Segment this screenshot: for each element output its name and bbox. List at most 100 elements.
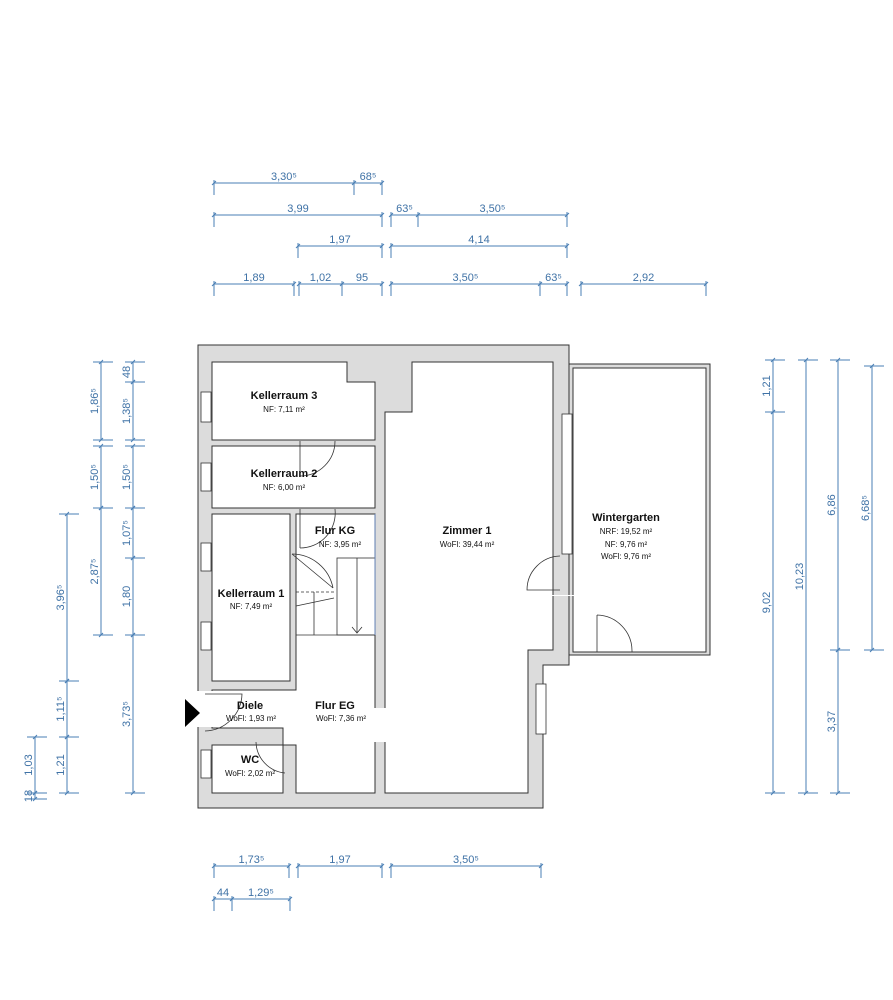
dimension-label: 1,29⁵ xyxy=(248,887,274,899)
dimension-label: 18 xyxy=(23,790,35,802)
dimension-tick xyxy=(130,359,136,365)
dimension-tick xyxy=(835,790,841,796)
dimension-tick xyxy=(379,212,385,218)
room-wc xyxy=(211,744,284,794)
room-name: Wintergarten xyxy=(592,512,660,524)
dimension-tick xyxy=(130,443,136,449)
dimension-tick xyxy=(351,180,357,186)
dimension-label: 1,89 xyxy=(243,272,264,284)
dimension-label: 1,86⁵ xyxy=(89,388,101,414)
entrance-opening xyxy=(197,691,213,727)
dimension-tick xyxy=(287,896,293,902)
dimension-tick xyxy=(291,281,297,287)
dimension-tick xyxy=(578,281,584,287)
dimension-label: 10,23 xyxy=(794,563,806,591)
room-kellerraum-2 xyxy=(211,445,376,509)
dimension-label: 3,99 xyxy=(287,203,308,215)
dimension-tick xyxy=(98,359,104,365)
dimension-tick xyxy=(803,357,809,363)
dimension-tick xyxy=(130,379,136,385)
dimension-label: 1,38⁵ xyxy=(121,398,133,424)
door-swing xyxy=(299,440,336,477)
dimension-tick xyxy=(130,505,136,511)
room-name: Flur EG xyxy=(315,700,355,712)
dimension-label: 63⁵ xyxy=(396,203,413,215)
dimension-label: 4,14 xyxy=(468,234,489,246)
dimension-tick xyxy=(32,796,38,802)
entrance-arrow-icon xyxy=(185,699,200,727)
dimension-tick xyxy=(130,437,136,443)
dimension-tick xyxy=(564,281,570,287)
door-swing xyxy=(255,741,286,774)
dimension-label: 2,87⁵ xyxy=(89,559,101,585)
dimension-label: 3,37 xyxy=(826,711,838,732)
dimension-label: 1,73⁵ xyxy=(239,854,265,866)
room-area: WoFl: 39,44 m² xyxy=(440,540,495,549)
dimension-label: 3,30⁵ xyxy=(271,171,297,183)
dimension-tick xyxy=(295,863,301,869)
room-kellerraum-1 xyxy=(211,513,291,682)
window xyxy=(561,413,573,555)
dimension-tick xyxy=(564,212,570,218)
dimension-label: 1,11⁵ xyxy=(55,696,67,721)
dimension-tick xyxy=(64,511,70,517)
room-area-wofl: WoFl: 9,76 m² xyxy=(601,552,651,561)
dimension-chain-right-col1: 1,219,02 xyxy=(761,357,785,796)
dimension-label: 1,07⁵ xyxy=(121,520,133,546)
dimension-tick xyxy=(32,734,38,740)
dimension-label: 1,02 xyxy=(310,272,331,284)
dimension-label: 1,80 xyxy=(121,586,133,607)
door-swing xyxy=(526,555,561,591)
dimension-tick xyxy=(835,357,841,363)
room-area-nf: NF: 9,76 m² xyxy=(605,540,648,549)
room-name: Flur KG xyxy=(315,525,355,537)
dimension-label: 3,50⁵ xyxy=(480,203,506,215)
dimension-tick xyxy=(388,863,394,869)
dimension-label: 1,97 xyxy=(329,234,350,246)
dimension-chain-left-col1: 181,03 xyxy=(23,734,47,802)
dimension-label: 6,86 xyxy=(826,494,838,515)
dimension-tick xyxy=(64,790,70,796)
dimension-tick xyxy=(770,790,776,796)
door-swing xyxy=(299,508,336,549)
doors xyxy=(204,440,633,774)
dimension-chain-left-col3: 1,86⁵ 1,50⁵ 2,87⁵ xyxy=(89,359,113,638)
room-name: WC xyxy=(241,754,259,766)
dimension-chain-top-row3: 1,97 4,14 xyxy=(295,234,570,258)
dimension-tick xyxy=(379,863,385,869)
dimension-label: 1,97 xyxy=(329,854,350,866)
room-name: Kellerraum 2 xyxy=(251,468,318,480)
dimension-tick xyxy=(32,790,38,796)
dimension-tick xyxy=(388,281,394,287)
dimension-chain-top-row2: 3,99 63⁵ 3,50⁵ xyxy=(211,203,570,227)
dimension-tick xyxy=(211,863,217,869)
dimension-tick xyxy=(98,437,104,443)
dimension-label: 2,92 xyxy=(633,272,654,284)
window xyxy=(200,462,212,492)
dimension-tick xyxy=(770,357,776,363)
room-area: WoFl: 7,36 m² xyxy=(316,714,366,723)
dimension-tick xyxy=(98,505,104,511)
dimension-tick xyxy=(98,443,104,449)
dimension-label: 3,73⁵ xyxy=(121,701,133,727)
room-area: NF: 3,95 m² xyxy=(319,540,362,549)
dimension-tick xyxy=(130,632,136,638)
room-name: Kellerraum 1 xyxy=(218,588,285,600)
dimension-tick xyxy=(379,243,385,249)
dimension-label: 1,50⁵ xyxy=(121,464,133,490)
dimension-tick xyxy=(296,281,302,287)
room-kellerraum-3 xyxy=(211,361,376,441)
dimension-tick xyxy=(211,212,217,218)
window xyxy=(200,621,212,651)
room-wintergarten xyxy=(572,367,707,653)
dimension-chain-right-col3: 6,86 3,37 xyxy=(826,357,850,796)
dimension-label: 1,50⁵ xyxy=(89,464,101,490)
dimension-tick xyxy=(130,790,136,796)
room-name: Zimmer 1 xyxy=(443,525,492,537)
